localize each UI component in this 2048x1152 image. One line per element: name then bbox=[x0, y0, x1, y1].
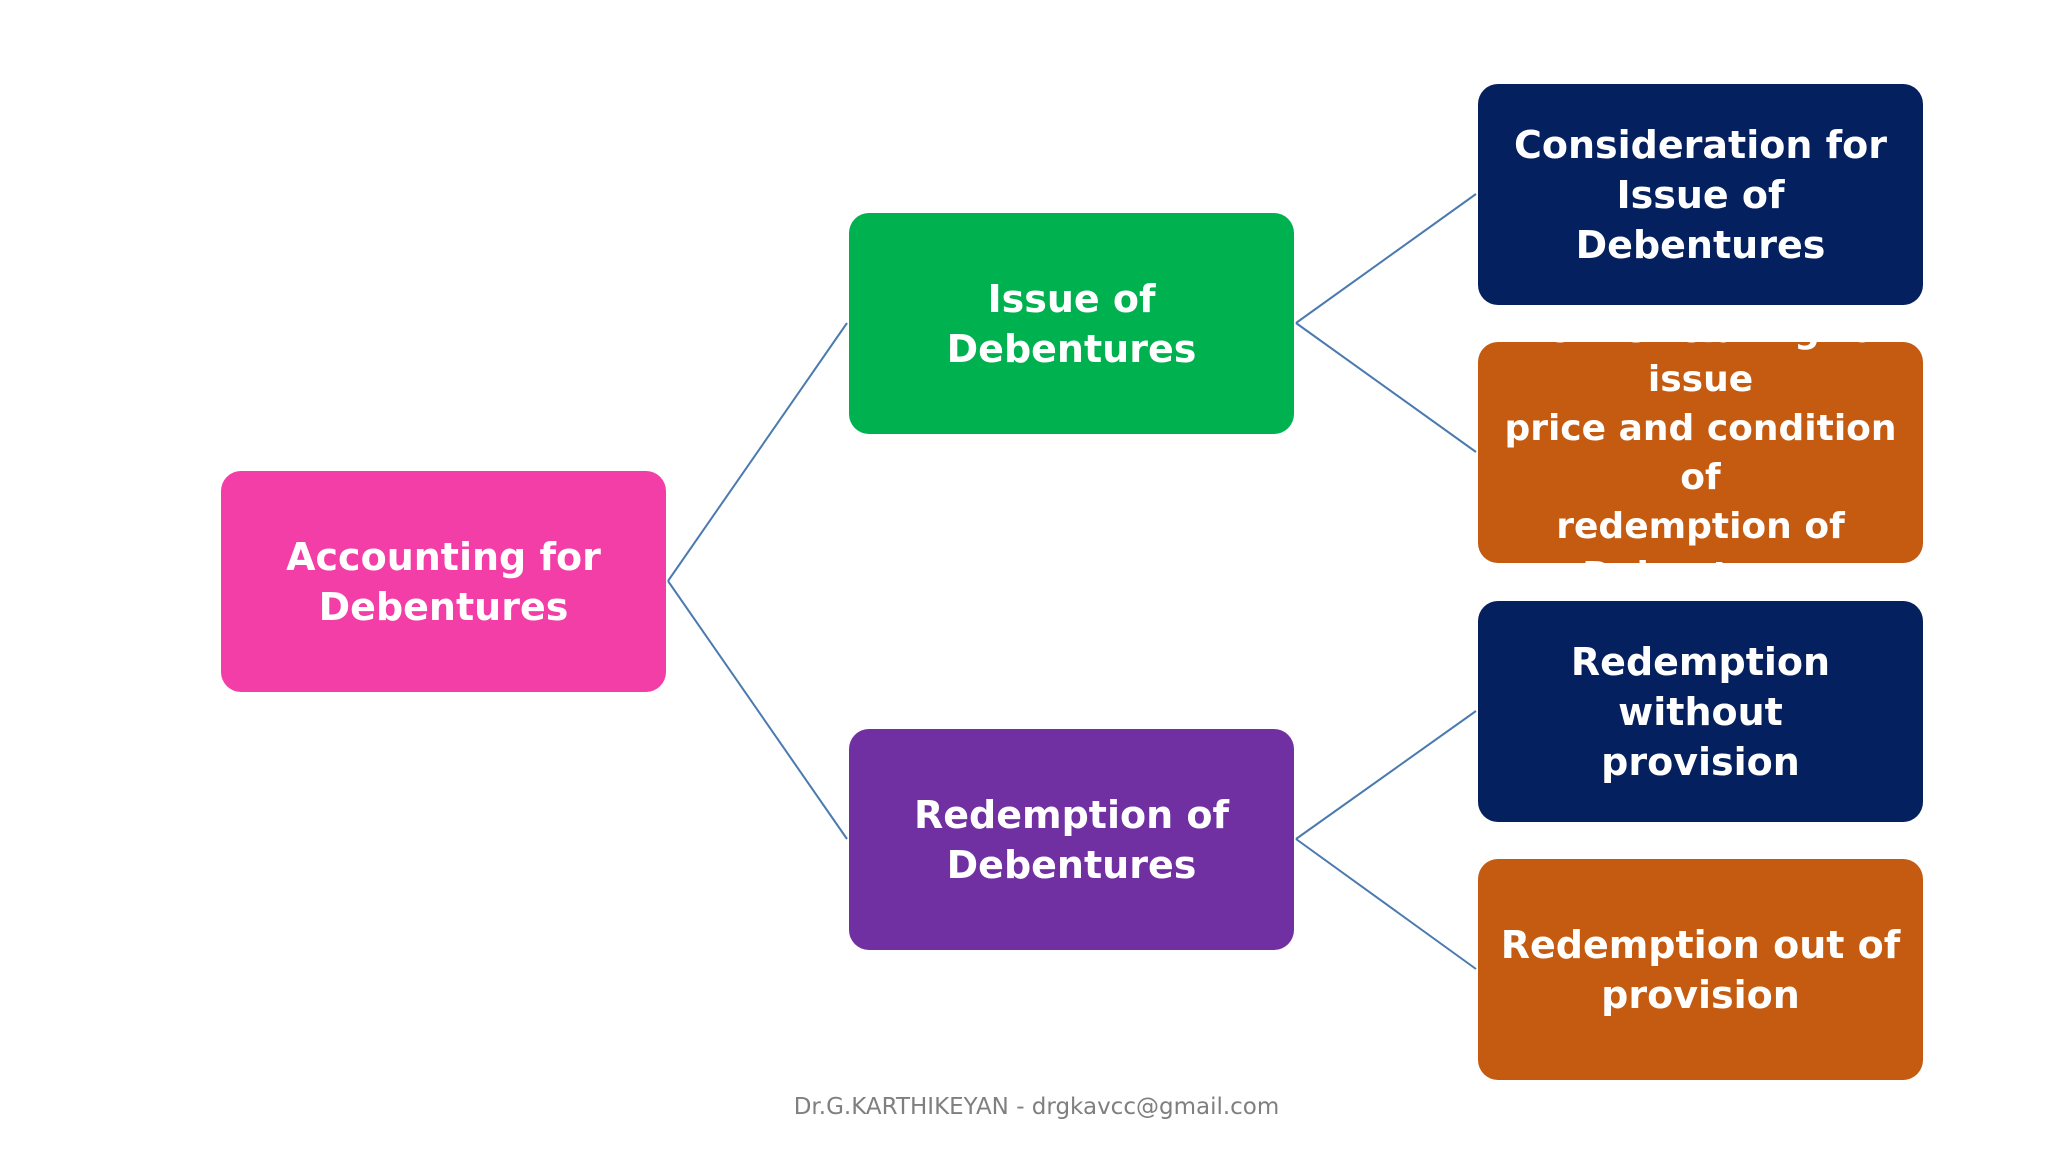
connector-redemption-outof bbox=[1295, 838, 1477, 970]
connector-redemption-without bbox=[1295, 710, 1477, 840]
connector-root-issue bbox=[667, 322, 848, 582]
node-label: Issue of Debentures bbox=[946, 276, 1197, 371]
footer-credit: Dr.G.KARTHIKEYAN - drgkavcc@gmail.com bbox=[793, 1094, 1280, 1120]
node-label: Redemption out of provision bbox=[1500, 922, 1901, 1017]
node-label: Accounting for Debentures bbox=[286, 534, 601, 629]
node-label: Consideration for Issue of Debentures bbox=[1513, 122, 1887, 267]
node-terms-issue-price-redemption: Terms relating to issue price and condit… bbox=[1478, 310, 1923, 596]
node-redemption-without-provision: Redemption without provision bbox=[1478, 601, 1923, 822]
connector-root-redemption bbox=[667, 580, 848, 840]
node-label: Redemption of Debentures bbox=[913, 792, 1230, 887]
node-accounting-for-debentures: Accounting for Debentures bbox=[221, 471, 666, 692]
node-label: Terms relating to issue price and condit… bbox=[1504, 309, 1897, 596]
node-issue-of-debentures: Issue of Debentures bbox=[849, 213, 1294, 434]
connector-issue-terms bbox=[1295, 322, 1477, 453]
node-label: Redemption without provision bbox=[1570, 639, 1831, 784]
connector-issue-consideration bbox=[1295, 193, 1477, 324]
node-redemption-of-debentures: Redemption of Debentures bbox=[849, 729, 1294, 950]
node-consideration-for-issue: Consideration for Issue of Debentures bbox=[1478, 84, 1923, 305]
node-redemption-out-of-provision: Redemption out of provision bbox=[1478, 859, 1923, 1080]
